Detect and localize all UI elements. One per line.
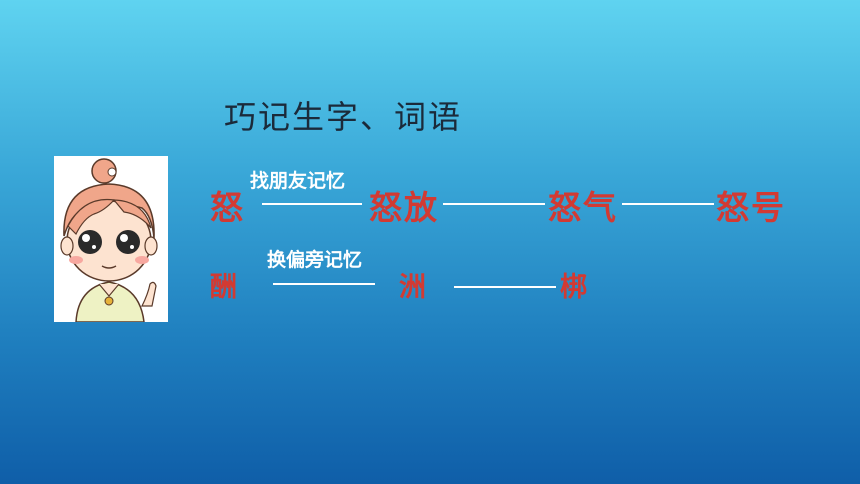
- row2-head-char: 酬: [210, 272, 239, 303]
- row2-connector-2: [454, 286, 556, 288]
- row1-word-3: 怒号: [716, 188, 786, 227]
- cartoon-girl-icon: [60, 158, 158, 323]
- row2-hint: 换偏旁记忆: [267, 249, 363, 271]
- row2-word-1: 洲: [399, 272, 428, 303]
- row1-hint: 找朋友记忆: [250, 170, 346, 192]
- row1-head-char: 怒: [210, 188, 245, 227]
- row2-word-2: 梆: [560, 272, 589, 303]
- row1-word-2: 怒气: [548, 188, 618, 227]
- slide-title: 巧记生字、词语: [224, 98, 463, 136]
- row2-connector-1: [273, 283, 375, 285]
- cartoon-girl-avatar: [54, 156, 168, 323]
- row1-word-1: 怒放: [369, 188, 439, 227]
- row1-connector-1: [262, 203, 362, 205]
- row1-connector-3: [622, 203, 714, 205]
- row1-connector-2: [443, 203, 545, 205]
